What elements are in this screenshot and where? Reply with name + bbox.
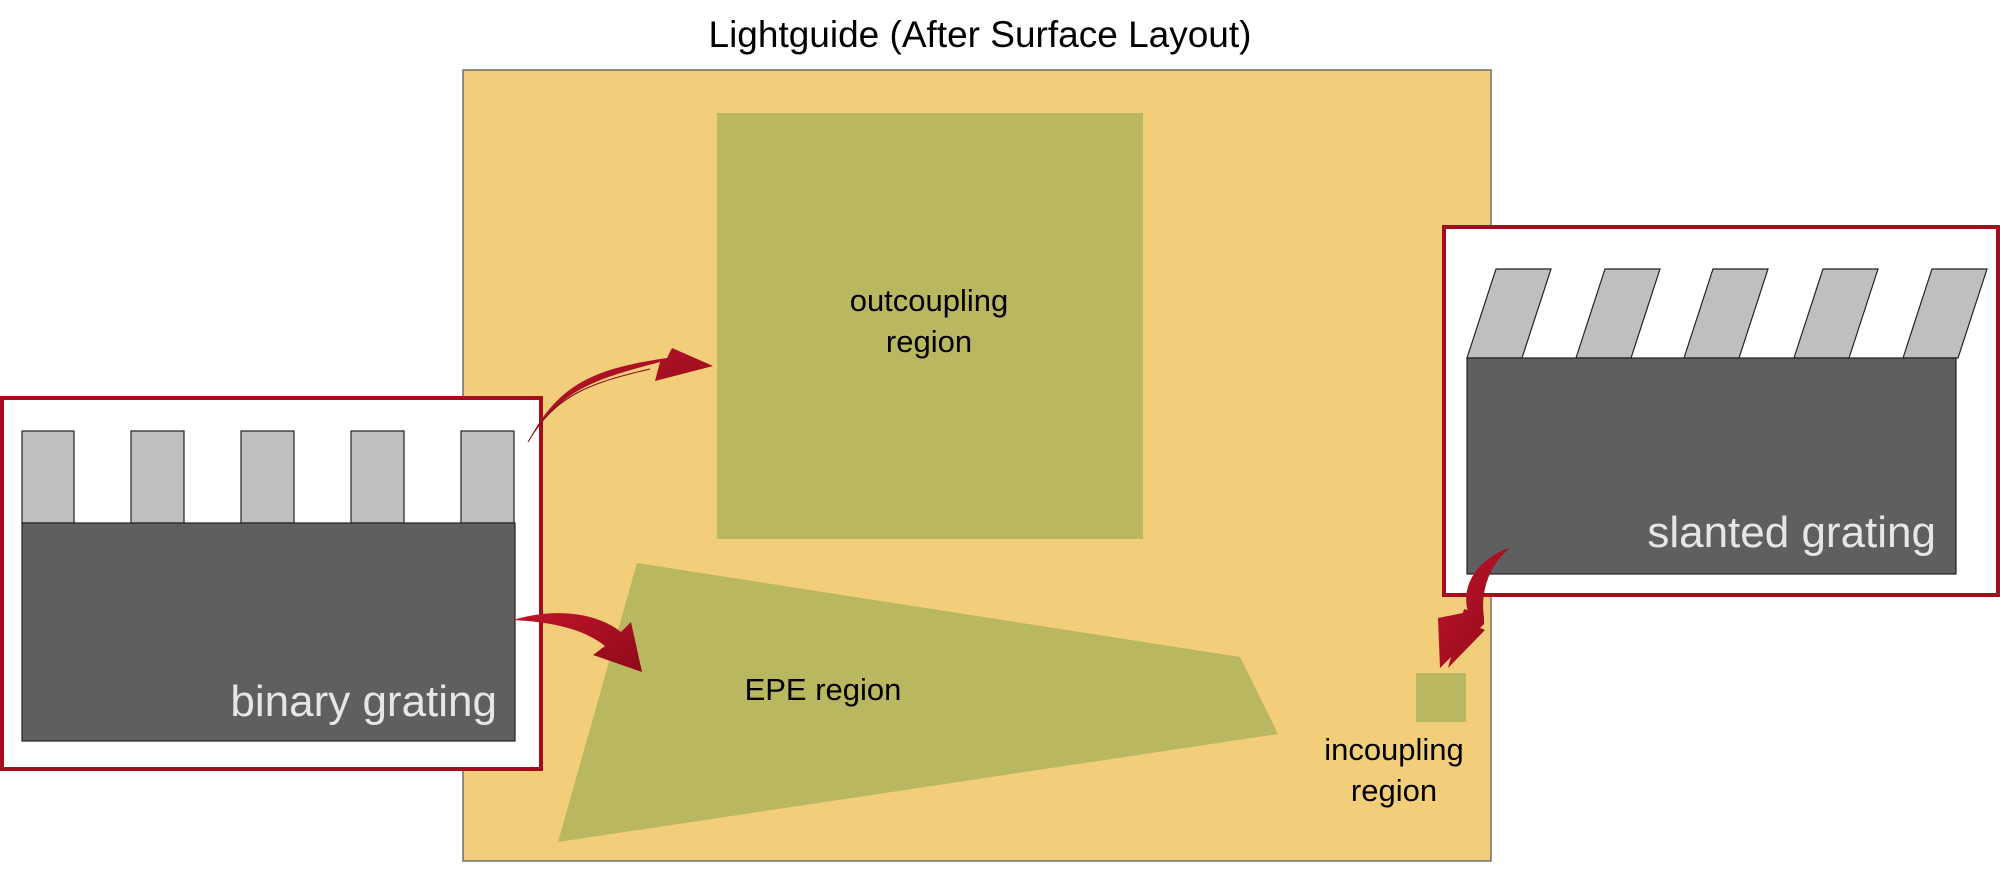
- binary-grating-label: binary grating: [230, 677, 497, 726]
- binary-grating-inset: binary grating: [0, 396, 543, 771]
- binary-substrate: [21, 522, 516, 742]
- outcoupling-region: [717, 113, 1143, 539]
- incoupling-label-line2: region: [1351, 773, 1437, 808]
- slanted-tooth: [1902, 268, 1988, 359]
- epe-label: EPE region: [745, 672, 902, 707]
- arrow-binary-to-epe: [513, 613, 642, 672]
- incoupling-label-line1: incoupling: [1324, 732, 1464, 767]
- diagram-title: Lightguide (After Surface Layout): [709, 14, 1252, 55]
- outcoupling-label-line2: region: [886, 324, 972, 359]
- binary-tooth: [240, 430, 295, 524]
- outcoupling-label-line1: outcoupling: [850, 283, 1009, 318]
- incoupling-region: [1416, 673, 1466, 722]
- arrow-slanted-to-incoupling: [1438, 548, 1510, 668]
- arrow-binary-to-outcoupling: [527, 348, 713, 443]
- slanted-grating-inset: slanted grating: [1442, 225, 2000, 597]
- binary-tooth: [350, 430, 405, 524]
- binary-tooth: [21, 430, 75, 524]
- binary-tooth: [460, 430, 515, 524]
- slanted-grating-label: slanted grating: [1647, 508, 1936, 557]
- epe-region: [558, 563, 1278, 842]
- slanted-substrate: [1466, 357, 1957, 575]
- binary-tooth: [130, 430, 185, 524]
